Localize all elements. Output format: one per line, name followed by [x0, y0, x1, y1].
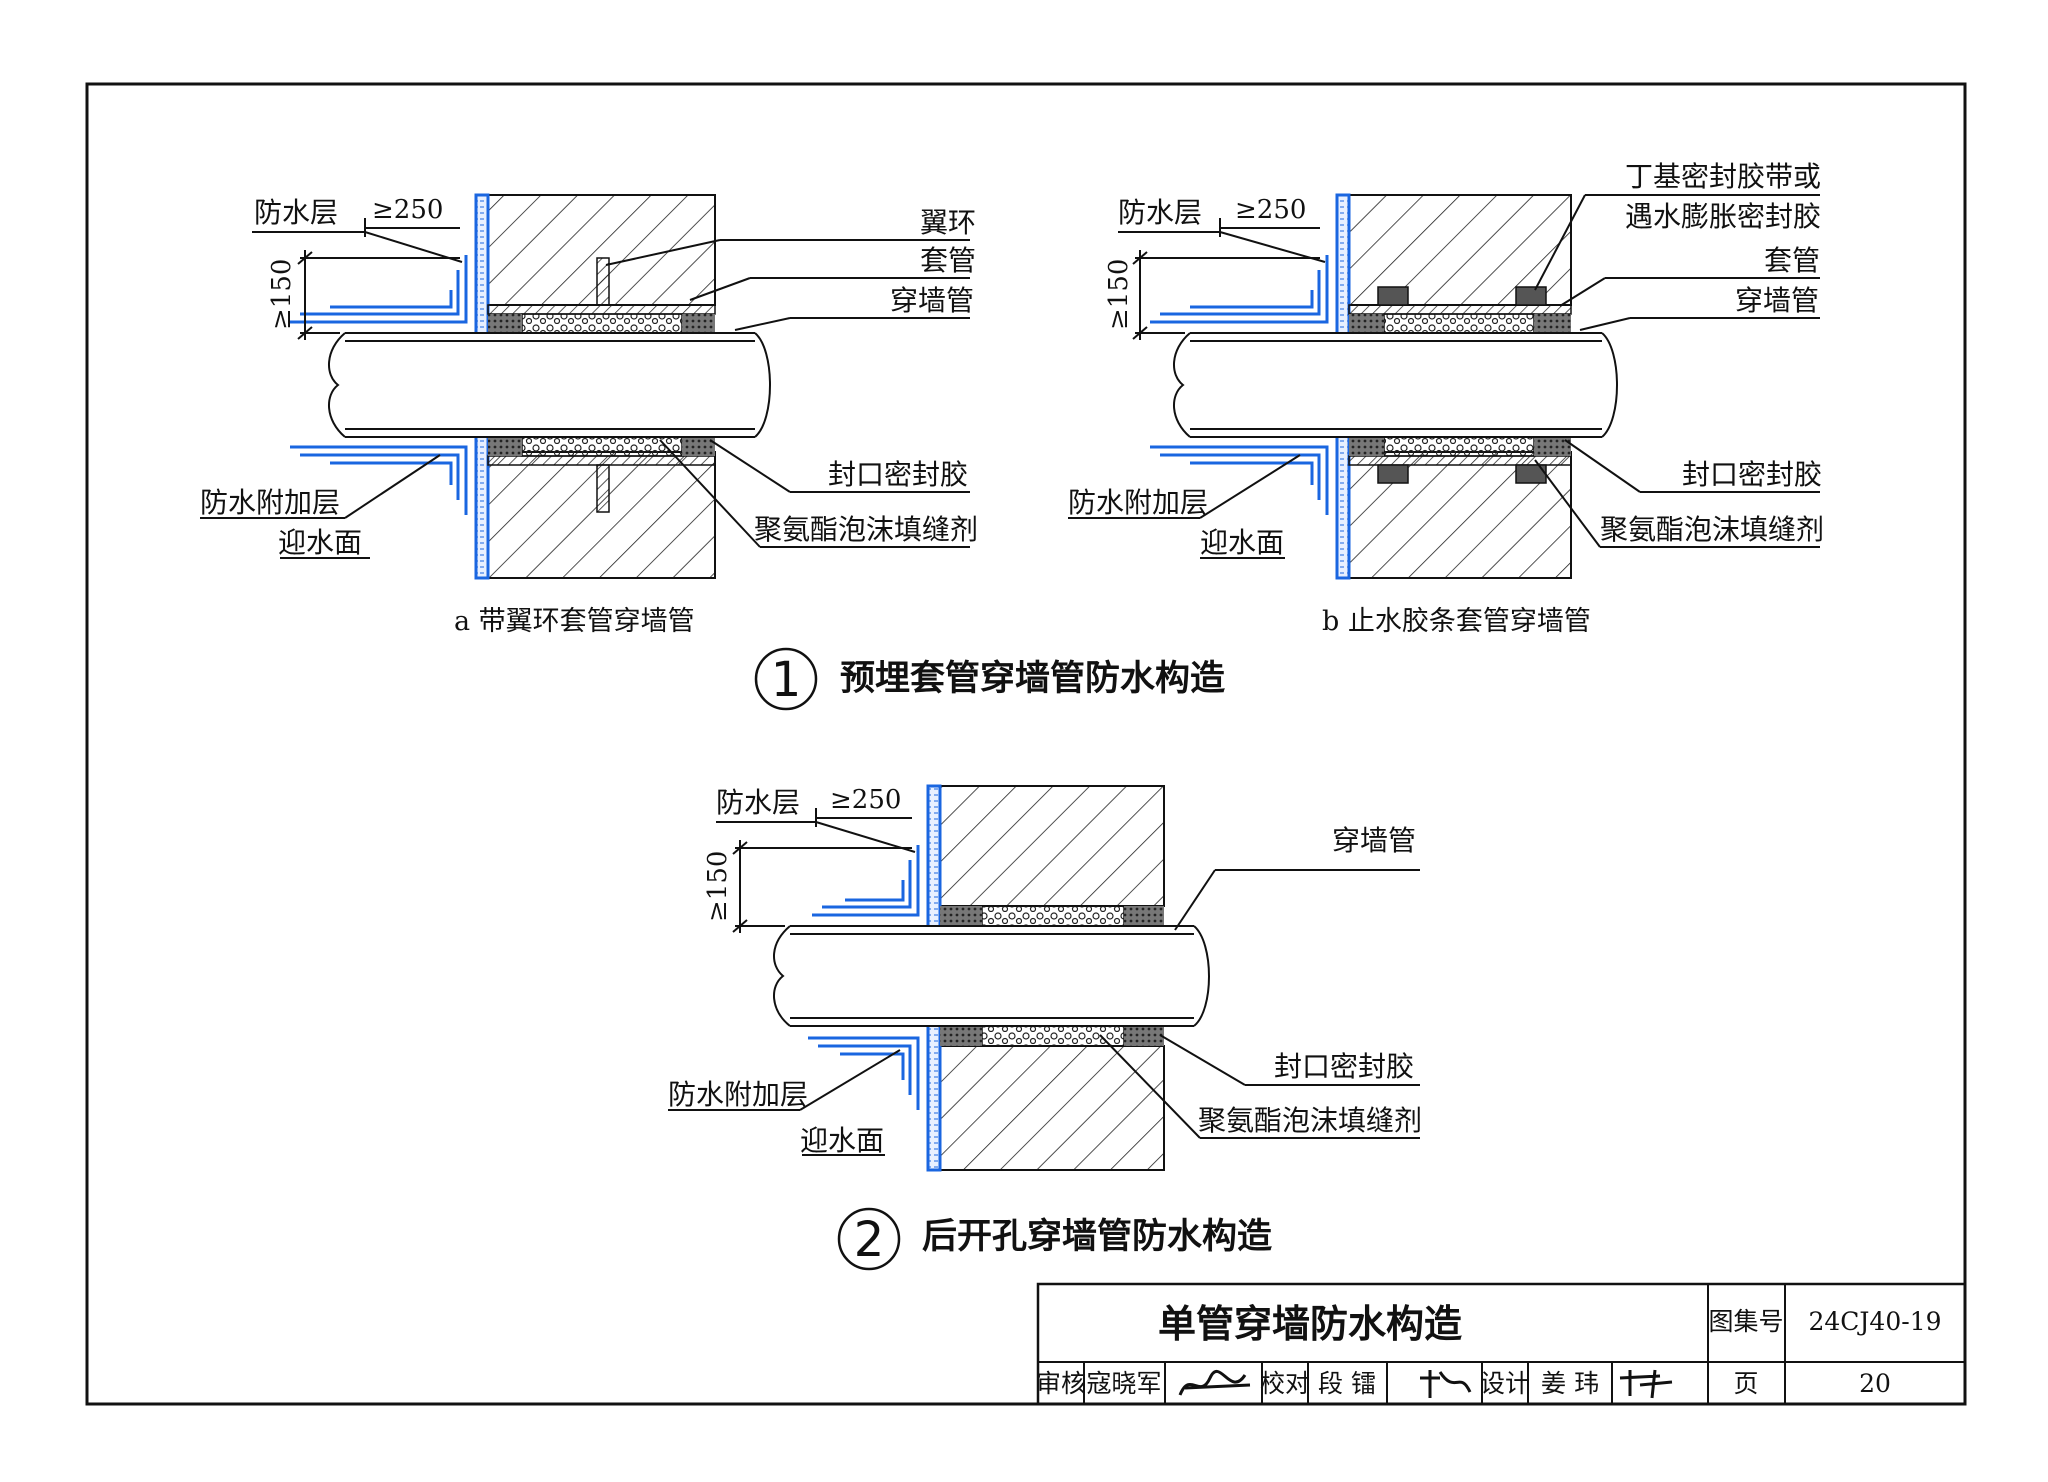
detail-b: 防水层 ≥250 ≥150 丁基密封胶带或 遇水膨胀密封胶 套管 穿墙管 防水附…: [1068, 160, 1824, 637]
label-dim-150: ≥150: [703, 851, 733, 922]
sheet-border: [85, 82, 1967, 1406]
label-waterproof-layer: 防水层: [1118, 196, 1202, 229]
label-additional-layer: 防水附加层: [668, 1078, 808, 1111]
foam-fill-top: [1383, 313, 1535, 334]
foam-fill-bottom: [981, 1025, 1125, 1047]
sealant-bottom-right: [1124, 1026, 1164, 1046]
label-waterproof-layer: 防水层: [254, 196, 338, 229]
label-wall-pipe: 穿墙管: [1332, 824, 1416, 857]
atlas-no-label: 图集号: [1708, 1307, 1783, 1336]
wall-pipe-body: [345, 333, 755, 437]
swell-strip-2: [1515, 286, 1547, 306]
section-2-circle: [837, 1207, 901, 1271]
reviewer-name: 寇晓军: [1086, 1369, 1161, 1398]
label-sealant: 封口密封胶: [1682, 458, 1822, 491]
foam-fill-bottom: [1383, 436, 1535, 457]
drawing-title: 单管穿墙防水构造: [1158, 1302, 1462, 1346]
design-label: 设计: [1480, 1369, 1530, 1398]
swell-strip-3: [1377, 464, 1409, 484]
label-water-face: 迎水面: [1200, 526, 1284, 559]
foam-fill-top: [521, 313, 683, 334]
sealant-bottom-left: [940, 1026, 982, 1046]
caption-detail-b: b 止水胶条套管穿墙管: [1322, 606, 1591, 637]
label-dim-250: ≥250: [1235, 195, 1306, 225]
section-1-number: 1: [771, 652, 802, 708]
label-pu-foam: 聚氨酯泡沫填缝剂: [754, 513, 978, 546]
sealant-top-left: [488, 314, 522, 333]
atlas-no: 24CJ40-19: [1808, 1307, 1941, 1336]
wall-pipe-body: [1190, 333, 1602, 437]
sealant-top-right: [682, 314, 715, 333]
concrete-wall-top: [939, 785, 1165, 907]
page-label: 页: [1733, 1369, 1758, 1398]
label-additional-layer: 防水附加层: [200, 486, 340, 519]
sealant-bottom-right: [1534, 437, 1571, 456]
swell-strip-1: [1377, 286, 1409, 306]
label-sealant: 封口密封胶: [828, 458, 968, 491]
label-water-face: 迎水面: [800, 1124, 884, 1157]
section-1-circle: [754, 647, 818, 711]
label-sealant: 封口密封胶: [1274, 1050, 1414, 1083]
label-sleeve: 套管: [920, 244, 976, 277]
section-2-number: 2: [854, 1212, 885, 1268]
section-2-title: 后开孔穿墙管防水构造: [922, 1217, 1272, 1257]
sealant-top-right: [1124, 906, 1164, 926]
label-dim-250: ≥250: [372, 195, 443, 225]
foam-fill-bottom: [521, 436, 683, 457]
detail-a: 防水层 ≥250 ≥150 翼环 套管 穿墙管 防水附加层 迎水面 封口密封胶 …: [200, 193, 978, 637]
sealant-top-right: [1534, 314, 1571, 333]
reviewer-signature: [1178, 1369, 1251, 1396]
label-dim-150: ≥150: [267, 259, 297, 330]
label-dim-250: ≥250: [830, 785, 901, 815]
label-sleeve: 套管: [1764, 244, 1820, 277]
caption-detail-a: a 带翼环套管穿墙管: [454, 606, 695, 637]
foam-fill-top: [981, 905, 1125, 927]
sealant-bottom-right: [682, 437, 715, 456]
review-label: 审核: [1036, 1369, 1086, 1398]
wing-ring-top: [596, 257, 610, 306]
label-wing-ring: 翼环: [920, 206, 976, 239]
concrete-wall-bottom: [939, 1045, 1165, 1171]
checker-signature: [1420, 1370, 1472, 1398]
sleeve-top: [1348, 304, 1572, 315]
label-pu-foam: 聚氨酯泡沫填缝剂: [1198, 1104, 1422, 1137]
sealant-top-left: [1349, 314, 1384, 333]
designer-name: 姜 玮: [1541, 1369, 1599, 1398]
label-dim-150: ≥150: [1104, 259, 1134, 330]
label-waterproof-layer: 防水层: [716, 786, 800, 819]
section-1-title: 预埋套管穿墙管防水构造: [840, 659, 1225, 699]
designer-signature: [1619, 1369, 1673, 1399]
checker-name: 段 镭: [1318, 1369, 1376, 1398]
page-no: 20: [1859, 1369, 1891, 1398]
sealant-top-left: [940, 906, 982, 926]
label-wall-pipe: 穿墙管: [1735, 284, 1819, 317]
check-label: 校对: [1260, 1369, 1310, 1398]
wing-ring-bottom: [596, 464, 610, 513]
label-butyl-tape-2: 遇水膨胀密封胶: [1625, 200, 1821, 233]
wall-pipe-body: [790, 926, 1194, 1026]
label-wall-pipe: 穿墙管: [890, 284, 974, 317]
label-butyl-tape-1: 丁基密封胶带或: [1625, 160, 1821, 193]
detail-2: 防水层 ≥250 ≥150 穿墙管 防水附加层 迎水面 封口密封胶 聚氨酯泡沫填…: [668, 784, 1422, 1172]
label-pu-foam: 聚氨酯泡沫填缝剂: [1600, 513, 1824, 546]
title-block: 单管穿墙防水构造 图集号 24CJ40-19 页 20 审核 寇晓军 校对 段 …: [1036, 1282, 1967, 1406]
label-water-face: 迎水面: [278, 526, 362, 559]
label-additional-layer: 防水附加层: [1068, 486, 1208, 519]
sleeve-top: [487, 304, 716, 315]
sealant-bottom-left: [488, 437, 522, 456]
sealant-bottom-left: [1349, 437, 1384, 456]
